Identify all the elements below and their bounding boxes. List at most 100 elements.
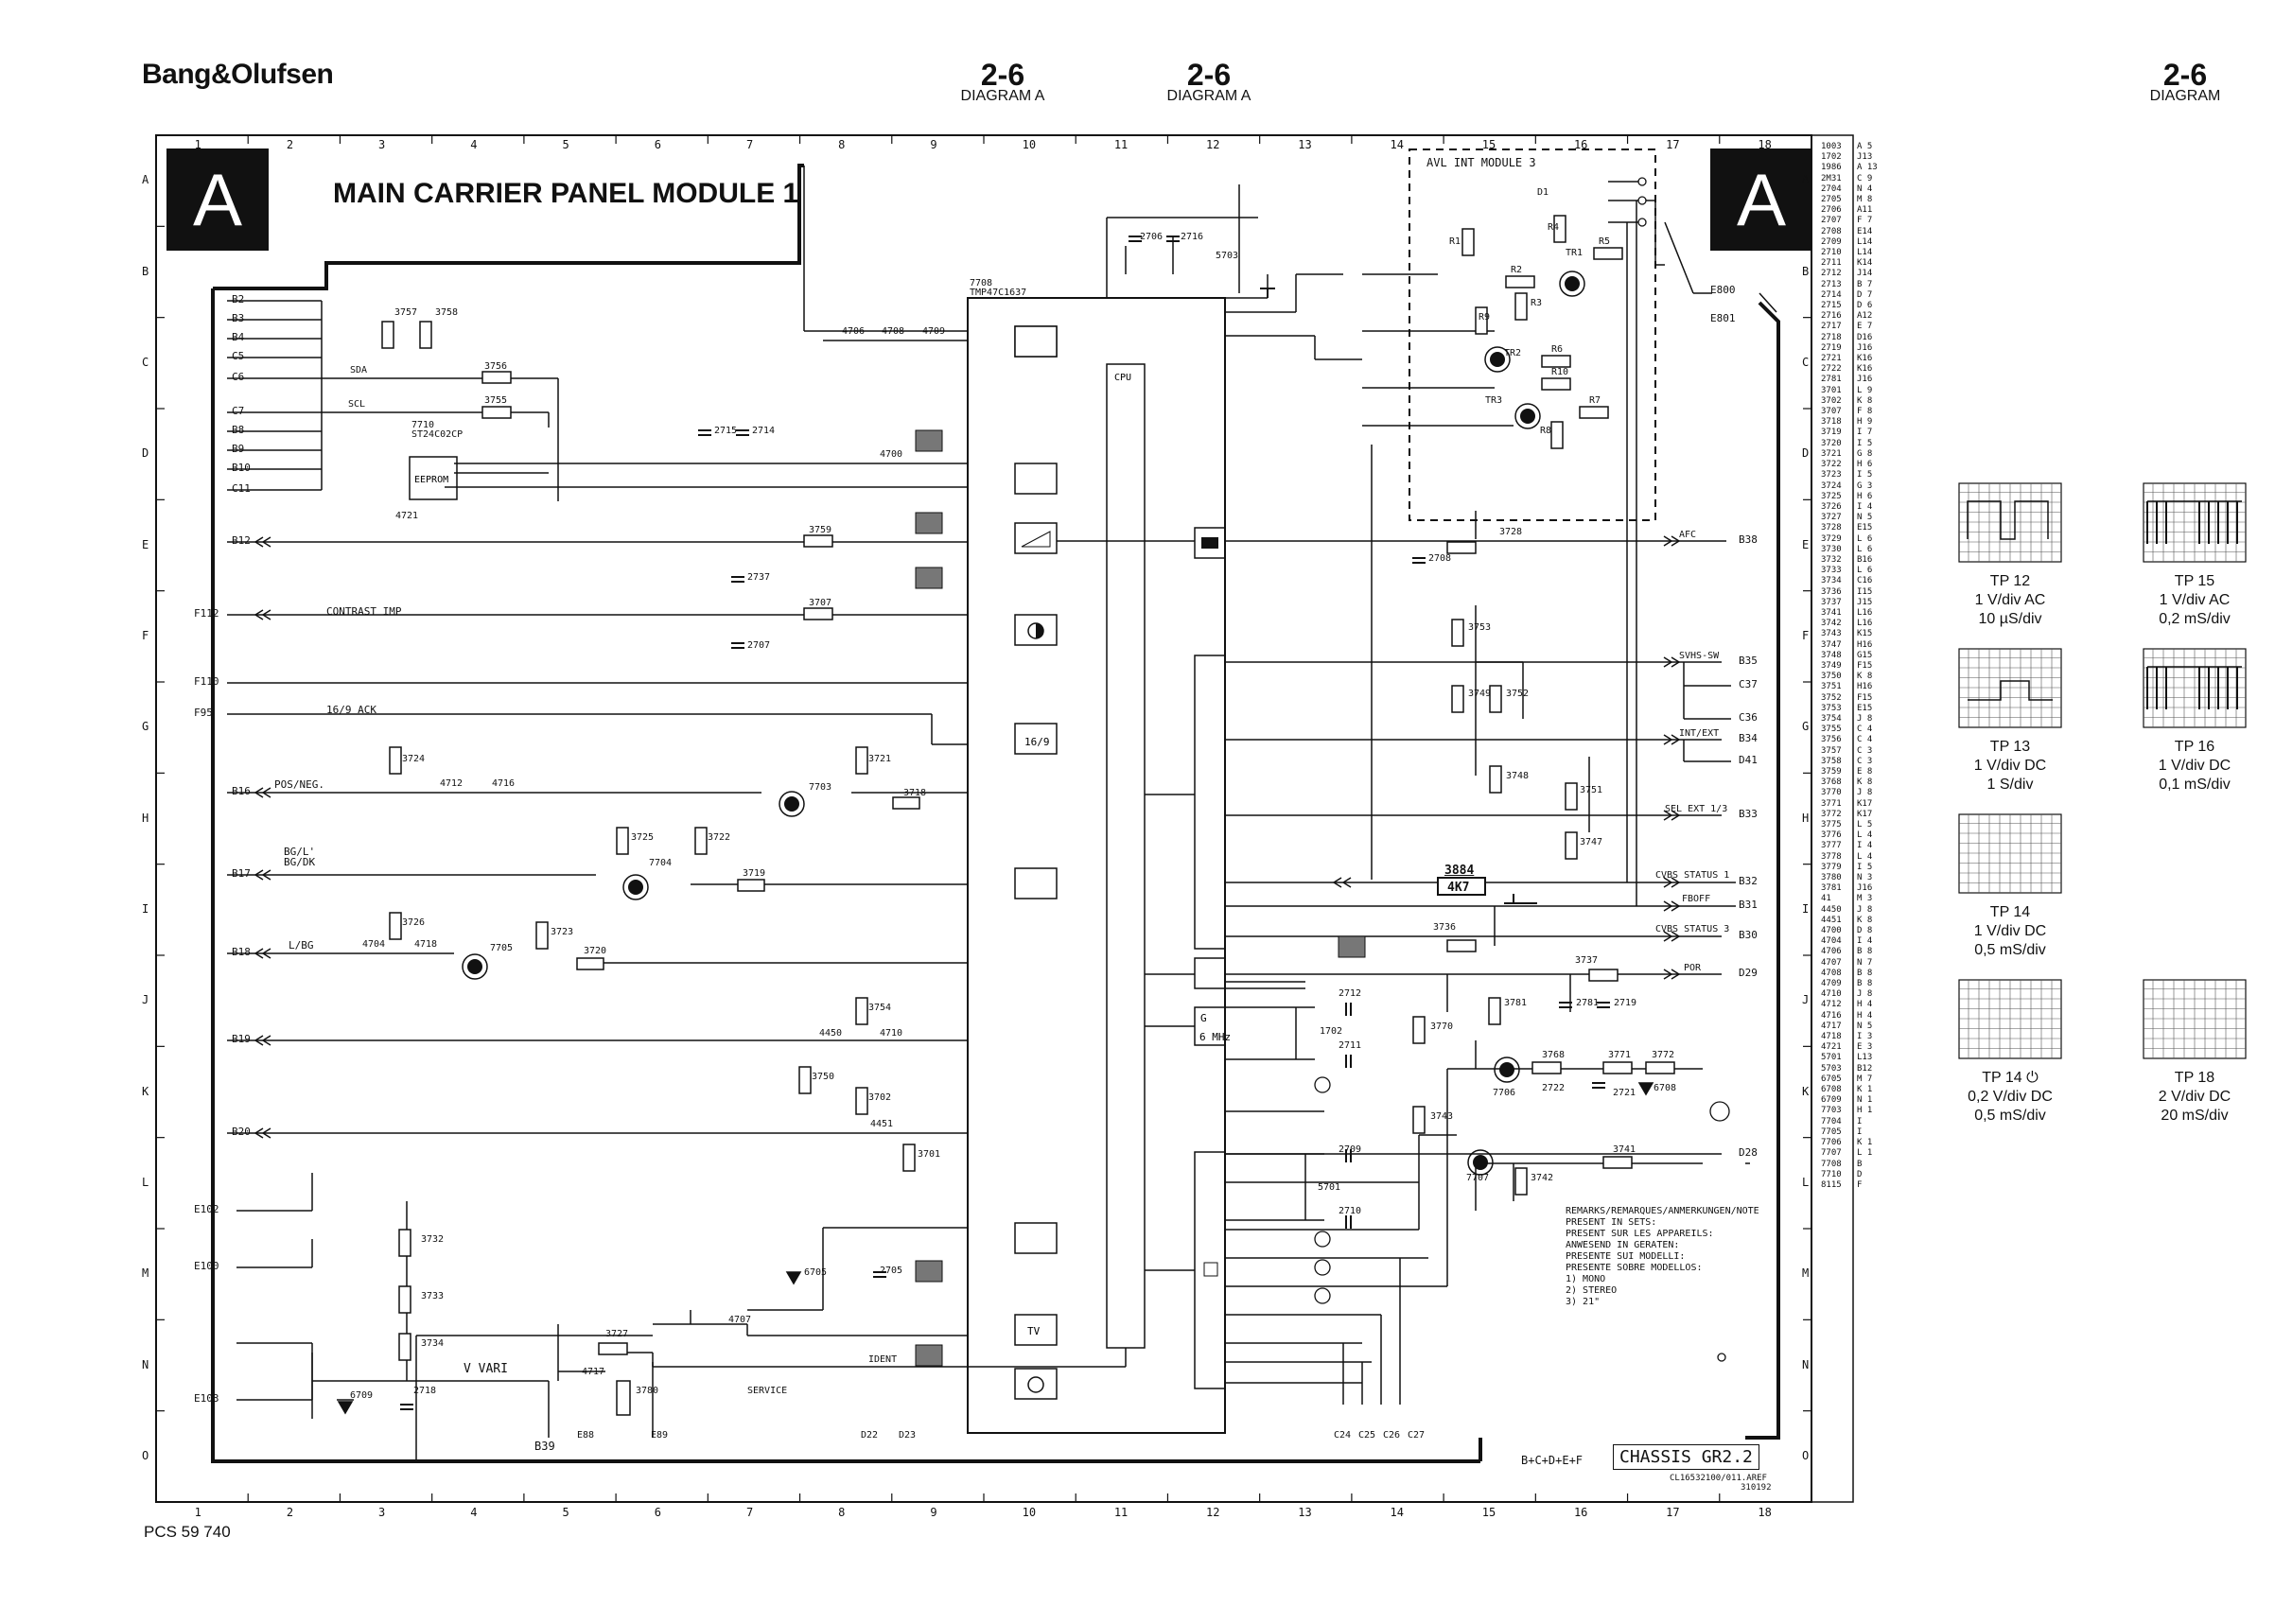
row-letter: D xyxy=(1802,446,1810,461)
component-ref: 2707 xyxy=(747,640,771,651)
reference-location: K17 xyxy=(1857,798,1873,809)
reference-part: 3733 xyxy=(1821,566,1842,576)
av-switch-block xyxy=(1194,655,1226,950)
reference-part: 3729 xyxy=(1821,533,1842,544)
net-contrast-label: CONTRAST IMP xyxy=(326,605,402,618)
reference-part: 7708 xyxy=(1821,1159,1842,1169)
left-signal: B8 xyxy=(232,424,245,436)
page-number-c: 2-6 DIAGRAM xyxy=(2128,58,2242,104)
reference-location: I xyxy=(1857,1126,1863,1137)
reference-part: 4721 xyxy=(1821,1042,1842,1053)
test-point-scale: 0,2 V/div DC xyxy=(1968,1089,2053,1105)
left-signal: B4 xyxy=(232,331,245,343)
reference-part: 7704 xyxy=(1821,1116,1842,1126)
reference-part: 3776 xyxy=(1821,830,1842,841)
column-number: 16 xyxy=(1573,138,1588,151)
left-signal: B10 xyxy=(232,462,251,474)
net-svhs-label: SVHS-SW xyxy=(1679,651,1720,661)
page-number: 2-6 xyxy=(2162,58,2208,92)
reference-part: 3722 xyxy=(1821,460,1842,470)
component-ref: 3771 xyxy=(1608,1050,1632,1060)
reference-part: 3728 xyxy=(1821,523,1842,533)
reference-location: K 8 xyxy=(1857,777,1873,788)
reference-part: 4716 xyxy=(1821,1010,1842,1021)
row-letter: M xyxy=(1802,1266,1810,1281)
svg-text:TV: TV xyxy=(1027,1325,1041,1337)
reference-location: N 5 xyxy=(1857,513,1873,523)
column-number: 13 xyxy=(1298,138,1312,151)
test-point-scale: 1 V/div DC xyxy=(2158,758,2231,774)
component-ref: 3733 xyxy=(421,1291,445,1301)
component-ref: D1 xyxy=(1537,187,1549,198)
reference-location: L 4 xyxy=(1857,851,1873,862)
reference-location: N 1 xyxy=(1857,1095,1873,1106)
remark-line: PRESENT IN SETS: xyxy=(1566,1217,1657,1228)
net-vvari-label: V VARI xyxy=(464,1362,508,1376)
row-letter: B xyxy=(1802,264,1810,278)
component-ref: 5703 xyxy=(1216,251,1239,261)
bottom-signal: B39 xyxy=(534,1440,555,1453)
reference-location: L16 xyxy=(1857,607,1873,618)
reference-location: I 4 xyxy=(1857,936,1873,947)
standby-block xyxy=(1014,1368,1058,1400)
reference-location: L14 xyxy=(1857,248,1873,258)
component-ref: 3753 xyxy=(1468,622,1492,633)
reference-location: F 7 xyxy=(1857,216,1873,226)
left-signal: B17 xyxy=(232,867,251,880)
reference-location: L 6 xyxy=(1857,566,1873,576)
component-ref: 3728 xyxy=(1499,527,1523,537)
component-ref: 3768 xyxy=(1542,1050,1566,1060)
net-posneg-label: POS/NEG. xyxy=(274,778,324,791)
i2c-block xyxy=(1014,463,1058,495)
component-ref: 2709 xyxy=(1339,1144,1362,1155)
right-signal: D29 xyxy=(1739,967,1758,979)
reference-location: I 5 xyxy=(1857,862,1873,872)
right-signal: B34 xyxy=(1739,732,1758,744)
bottom-signal: C24 xyxy=(1334,1430,1352,1441)
component-ref: 2716 xyxy=(1181,232,1204,242)
reference-part: 3777 xyxy=(1821,841,1842,851)
reference-part: 4709 xyxy=(1821,979,1842,989)
test-point-name: TP 16 xyxy=(2174,739,2215,755)
svg-text:EEPROM: EEPROM xyxy=(414,475,448,485)
reference-location: N 7 xyxy=(1857,957,1873,968)
component-ref: 4451 xyxy=(870,1119,894,1129)
column-number: 2 xyxy=(286,138,294,151)
reference-part: 2717 xyxy=(1821,322,1842,332)
component-ref: 2708 xyxy=(1428,553,1452,564)
reference-location: I15 xyxy=(1857,586,1873,597)
reference-part: 7710 xyxy=(1821,1169,1842,1179)
reference-part: 3742 xyxy=(1821,619,1842,629)
bottom-signal: E89 xyxy=(651,1430,669,1441)
reference-part: 3748 xyxy=(1821,650,1842,660)
eeprom-label: 7710 ST24C02CP xyxy=(411,421,463,440)
left-signal: C11 xyxy=(232,482,251,495)
doc-code: CL16532100/011.AREF xyxy=(1670,1474,1767,1483)
column-number: 12 xyxy=(1206,1506,1220,1519)
component-ref: R8 xyxy=(1540,426,1552,436)
reference-location: B12 xyxy=(1857,1063,1873,1074)
reference-part: 7707 xyxy=(1821,1148,1842,1159)
main-ic-label: 7708 TMP47C1637 xyxy=(970,279,1026,298)
row-letter: J xyxy=(142,993,149,1007)
left-signal: B12 xyxy=(232,534,251,547)
